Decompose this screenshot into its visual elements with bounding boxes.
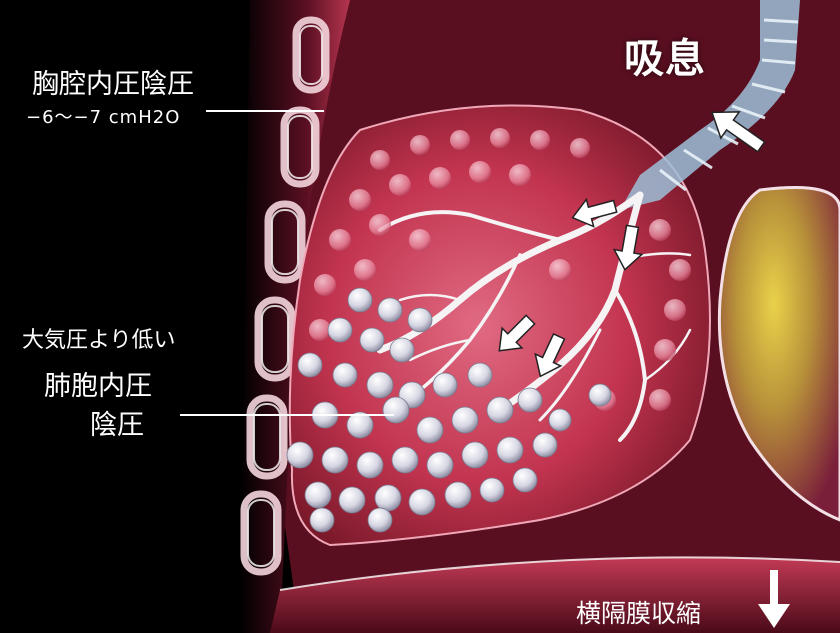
lower-than-atmospheric-label: 大気圧より低い (22, 322, 176, 354)
pleural-pressure-value: −6〜−7 cmH2O (26, 103, 180, 129)
alveolar-pressure-sign: 陰圧 (90, 403, 144, 442)
pleural-leader-line (206, 110, 324, 112)
alveolar-leader-line (180, 414, 394, 416)
diaphragm-contraction-label: 横隔膜収縮 (576, 594, 701, 630)
inhale-title: 吸息 (624, 26, 706, 84)
pleural-pressure-label: 胸腔内圧陰圧 (32, 62, 194, 101)
alveolar-pressure-label: 肺胞内圧 (44, 364, 152, 403)
